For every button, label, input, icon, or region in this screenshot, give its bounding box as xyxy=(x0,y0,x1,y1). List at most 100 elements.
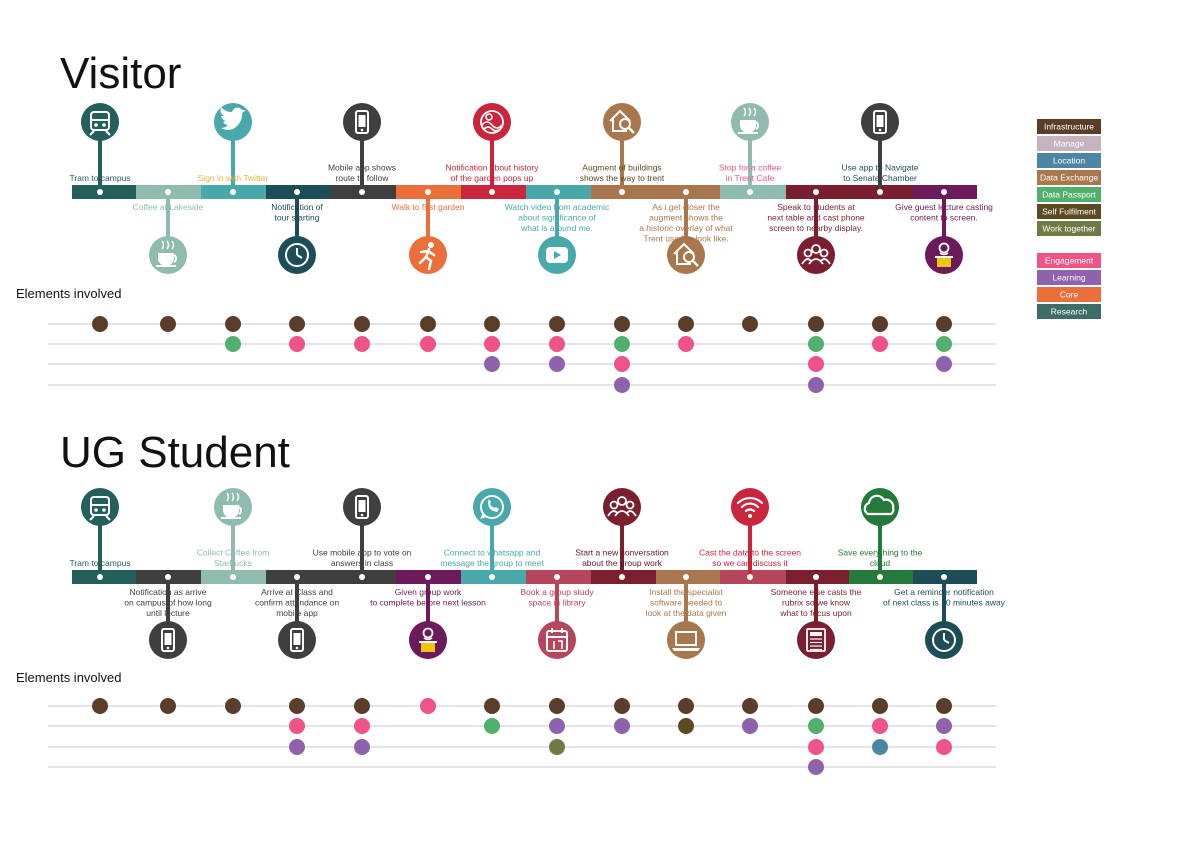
step-label: cloud xyxy=(870,558,891,568)
phone-icon xyxy=(343,488,381,526)
element-dot-engagement xyxy=(420,336,436,352)
timeline-node xyxy=(230,189,236,195)
element-dot-learning xyxy=(549,356,565,372)
journey-step: Coffee at Lakeside xyxy=(133,185,204,332)
timeline-segment xyxy=(72,570,136,584)
step-label: Speak to students at xyxy=(777,202,855,212)
legend-label: Location xyxy=(1053,156,1085,166)
step-label: in Trent Cafe xyxy=(726,173,775,183)
timeline-node xyxy=(877,574,883,580)
step-label: Walk to first garden xyxy=(392,202,465,212)
cup-icon xyxy=(731,103,769,141)
legend-swatch xyxy=(1037,153,1101,168)
legend-swatch xyxy=(1037,170,1101,185)
legend-swatch xyxy=(1037,204,1101,219)
timeline-node xyxy=(747,574,753,580)
step-label: of the garden pops up xyxy=(451,173,534,183)
document-icon xyxy=(797,621,835,659)
calendar-icon xyxy=(538,621,576,659)
element-dot-infrastructure xyxy=(92,698,108,714)
timeline-node xyxy=(425,189,431,195)
element-dot-infrastructure xyxy=(289,316,305,332)
timeline-node xyxy=(941,189,947,195)
element-dot-learning xyxy=(742,718,758,734)
legend-swatch xyxy=(1037,221,1101,236)
timeline-node xyxy=(619,189,625,195)
step-label: augment shows the xyxy=(649,213,723,223)
lecturer-icon xyxy=(409,621,447,659)
step-label: confirm attendance on xyxy=(255,598,339,608)
step-label: Install the specialist xyxy=(649,587,723,597)
element-dot-infrastructure xyxy=(742,316,758,332)
element-dot-infrastructure xyxy=(872,698,888,714)
step-label: tour starting xyxy=(275,213,320,223)
elements-involved-label: Elements involved xyxy=(16,670,122,685)
step-label: route to follow xyxy=(336,173,390,183)
element-dot-learning xyxy=(808,759,824,775)
legend-swatch xyxy=(1037,136,1101,151)
legend-swatch xyxy=(1037,270,1101,285)
element-dot-engagement xyxy=(614,356,630,372)
step-label: Use app to Navigate xyxy=(841,163,918,173)
timeline-node xyxy=(165,574,171,580)
element-dot-infrastructure xyxy=(484,316,500,332)
step-label: space in library xyxy=(528,598,586,608)
timeline-node xyxy=(554,189,560,195)
step-label: Coffee at Lakeside xyxy=(133,202,204,212)
timeline-node xyxy=(813,189,819,195)
timeline-node xyxy=(747,189,753,195)
element-dot-infrastructure xyxy=(420,316,436,332)
element-dot-infrastructure xyxy=(160,316,176,332)
legend-item-learning: Learning xyxy=(1037,270,1101,285)
element-dot-engagement xyxy=(289,718,305,734)
step-label: Tram to campus xyxy=(69,558,130,568)
legend-item-research: Research xyxy=(1037,304,1101,319)
element-dot-infrastructure xyxy=(354,698,370,714)
legend-label: Learning xyxy=(1052,273,1085,283)
step-label: Cast the data to the screen xyxy=(699,548,801,558)
legend-item-work-together: Work together xyxy=(1037,221,1101,236)
step-label: Tram to campus xyxy=(69,173,130,183)
step-label: Augment of buildings xyxy=(582,163,661,173)
timeline-node xyxy=(359,574,365,580)
timeline-node xyxy=(813,574,819,580)
element-dot-learning xyxy=(936,356,952,372)
step-label: Book a group study xyxy=(520,587,594,597)
step-label: Arrive at Class and xyxy=(261,587,333,597)
timeline-node xyxy=(359,189,365,195)
timeline-node xyxy=(683,189,689,195)
element-dot-infrastructure xyxy=(549,316,565,332)
legend-label: Data Passport xyxy=(1042,190,1096,200)
phone-icon xyxy=(278,621,316,659)
element-dot-infrastructure xyxy=(160,698,176,714)
phone-icon xyxy=(861,103,899,141)
timeline-node xyxy=(619,574,625,580)
step-label: Trent used to look like. xyxy=(643,234,728,244)
element-dot-infrastructure xyxy=(808,698,824,714)
laptop-icon xyxy=(667,621,705,659)
element-dot-infrastructure xyxy=(225,698,241,714)
element-dot-infrastructure xyxy=(936,698,952,714)
step-label: Notification of xyxy=(271,202,323,212)
timeline-node xyxy=(230,574,236,580)
step-label: Connect to whatsapp and xyxy=(444,548,541,558)
element-dot-data-passport xyxy=(484,718,500,734)
legend-swatch xyxy=(1037,187,1101,202)
timeline-node xyxy=(97,189,103,195)
legend-swatch xyxy=(1037,253,1101,268)
step-label: what is around me. xyxy=(520,223,593,233)
element-dot-self-fulfilment xyxy=(678,718,694,734)
step-label: answers in class xyxy=(331,558,393,568)
step-label: Give guest lecture casting xyxy=(895,202,993,212)
